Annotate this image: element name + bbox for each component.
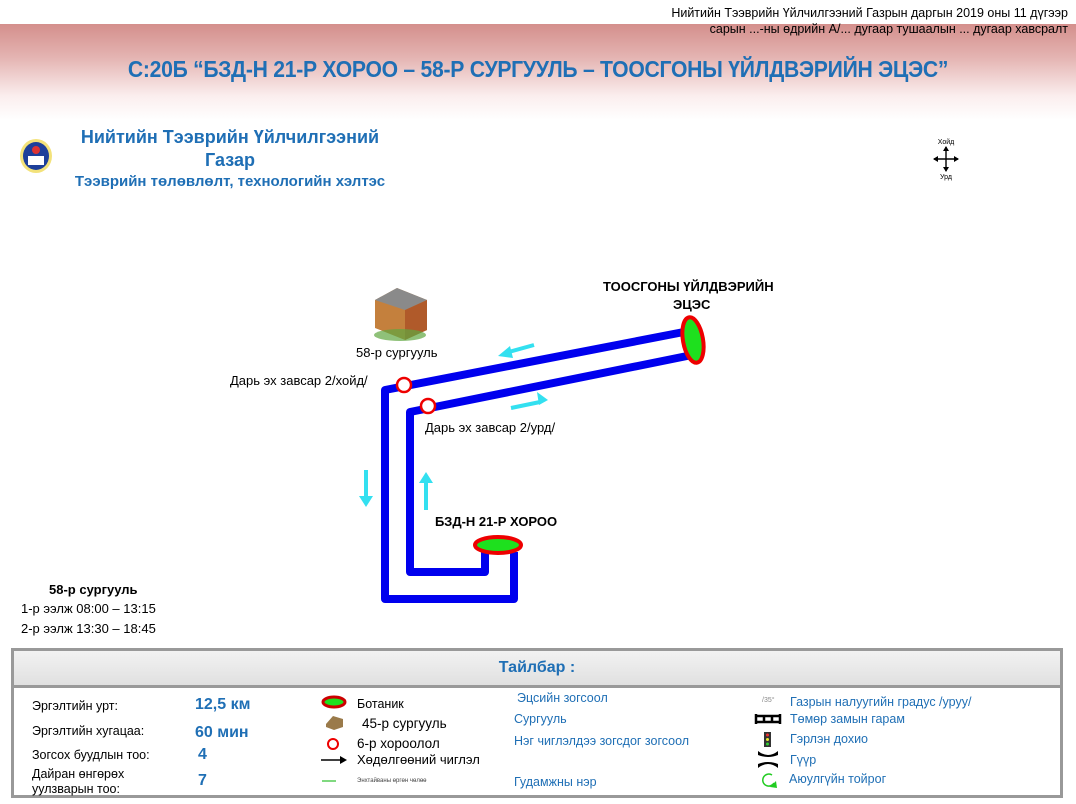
route-outbound-line <box>381 327 690 603</box>
school-symbol-icon <box>326 716 343 730</box>
bridge-icon <box>758 751 778 768</box>
legend-terminal-text: Эцсийн зогсоол <box>517 691 608 705</box>
route-title: С:20Б “БЗД-Н 21-Р ХОРОО – 58-Р СУРГУУЛЬ … <box>127 56 949 82</box>
stat-duration-label: Эргэлтийн хугацаа: <box>32 724 145 738</box>
compass-south-label: Урд <box>940 174 952 181</box>
symbol-stop-label: 6-р хороолол <box>357 736 440 751</box>
school-label: 58-р сургууль <box>356 345 438 360</box>
legend-roundabout-text: Аюулгүйн тойрог <box>789 772 887 786</box>
org-logo-icon <box>20 139 52 173</box>
stat-intersections-label: Дайран өнгөрөх уулзварын тоо: <box>32 767 125 796</box>
stat-intersections-value: 7 <box>198 772 207 789</box>
stop-north-marker <box>395 376 413 394</box>
compass-north-label: Хойд <box>937 139 955 146</box>
org-name-line2: Газар <box>205 150 255 170</box>
symbol-street-label: Энхтайваны өргөн чөлөө <box>357 778 427 784</box>
symbol-direction-label: Хөдөлгөөний чиглэл <box>357 752 480 767</box>
schedule-shift1: 1-р ээлж 08:00 – 13:15 <box>21 601 156 616</box>
legend-traffic-light-text: Гэрлэн дохио <box>790 732 869 746</box>
direction-arrow-south <box>359 470 373 507</box>
slope-badge: /35° <box>762 697 775 704</box>
stat-length-label: Эргэлтийн урт: <box>32 699 118 713</box>
header-band <box>0 24 1076 120</box>
traffic-light-icon <box>764 732 771 747</box>
legend-bridge-text: Гүүр <box>790 753 817 767</box>
stat-length-value: 12,5 км <box>195 696 251 713</box>
order-note-line2: сарын ...-ны өдрийн А/... дугаар тушаалы… <box>709 22 1068 36</box>
terminal-end-label-line2: ЭЦЭС <box>673 297 711 312</box>
schedule-shift2: 2-р ээлж 13:30 – 18:45 <box>21 621 156 636</box>
org-department: Тээврийн төлөвлөлт, технологийн хэлтэс <box>74 173 386 190</box>
legend-panel: Тайлбар : <box>11 648 1063 798</box>
stop-south-label: Дарь эх завсар 2/урд/ <box>425 420 556 435</box>
terminal-end-marker <box>680 315 706 365</box>
direction-arrow-west <box>498 343 535 358</box>
legend-oneway-stop-text: Нэг чиглэлдээ зогсдог зогсоол <box>514 734 690 748</box>
terminal-start-label: БЗД-Н 21-Р ХОРОО <box>435 514 558 529</box>
stop-south-marker <box>419 397 437 415</box>
terminal-start-marker <box>473 535 523 555</box>
legend-slope-text: Газрын налуугийн градус /уруу/ <box>790 695 972 709</box>
schedule-title: 58-р сургууль <box>49 582 138 597</box>
direction-arrow-east <box>510 392 548 410</box>
legend-school-text: Сургууль <box>514 712 567 726</box>
legend-symbols <box>321 695 347 782</box>
stop-symbol-icon <box>327 738 339 750</box>
route-map <box>359 288 706 603</box>
stop-north-label: Дарь эх завсар 2/хойд/ <box>230 373 368 388</box>
order-note-line1: Нийтийн Тээврийн Үйлчилгээний Газрын дар… <box>671 6 1068 20</box>
terminal-end-label-line1: ТООСГОНЫ ҮЙЛДВЭРИЙН <box>603 279 774 294</box>
school-building-icon <box>374 288 427 341</box>
roundabout-icon <box>762 773 777 788</box>
railway-crossing-icon <box>754 714 782 724</box>
direction-arrow-north <box>419 472 433 510</box>
stat-stops-label: Зогсох буудлын тоо: <box>32 748 150 762</box>
direction-arrow-icon <box>321 756 347 764</box>
compass: Хойд Урд <box>930 139 962 181</box>
legend-title: Тайлбар : <box>14 651 1060 688</box>
route-inbound-line <box>406 351 693 576</box>
terminal-symbol-icon <box>321 695 347 709</box>
legend-railway-text: Төмөр замын гарам <box>790 712 905 726</box>
stat-duration-value: 60 мин <box>195 724 249 741</box>
symbol-school-label: 45-р сургууль <box>362 716 447 731</box>
legend-street-name-text: Гудамжны нэр <box>514 775 597 789</box>
symbol-terminal-label: Ботаник <box>357 697 404 711</box>
compass-arrows-icon <box>933 146 959 172</box>
stat-stops-value: 4 <box>198 746 207 763</box>
org-name-line1: Нийтийн Тээврийн Үйлчилгээний <box>80 127 380 147</box>
legend-icons-col4 <box>754 714 782 788</box>
